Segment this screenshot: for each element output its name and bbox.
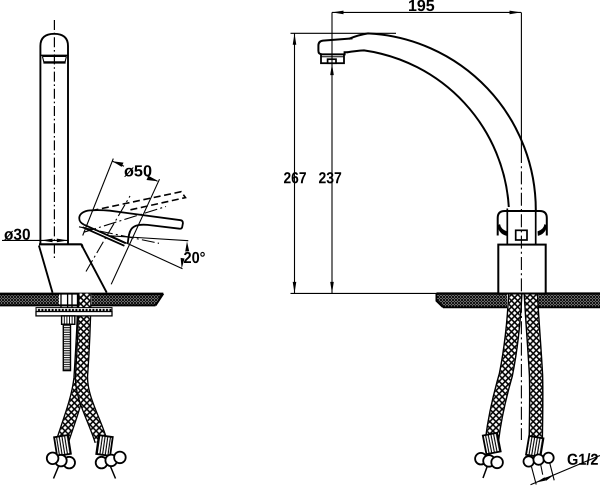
svg-text:237: 237 bbox=[318, 170, 341, 187]
svg-text:ø30: ø30 bbox=[4, 227, 31, 244]
svg-text:G1/2: G1/2 bbox=[567, 452, 599, 469]
svg-text:20°: 20° bbox=[183, 250, 205, 267]
svg-text:267: 267 bbox=[283, 170, 306, 187]
svg-text:195: 195 bbox=[408, 0, 435, 15]
svg-text:ø50: ø50 bbox=[124, 163, 152, 180]
